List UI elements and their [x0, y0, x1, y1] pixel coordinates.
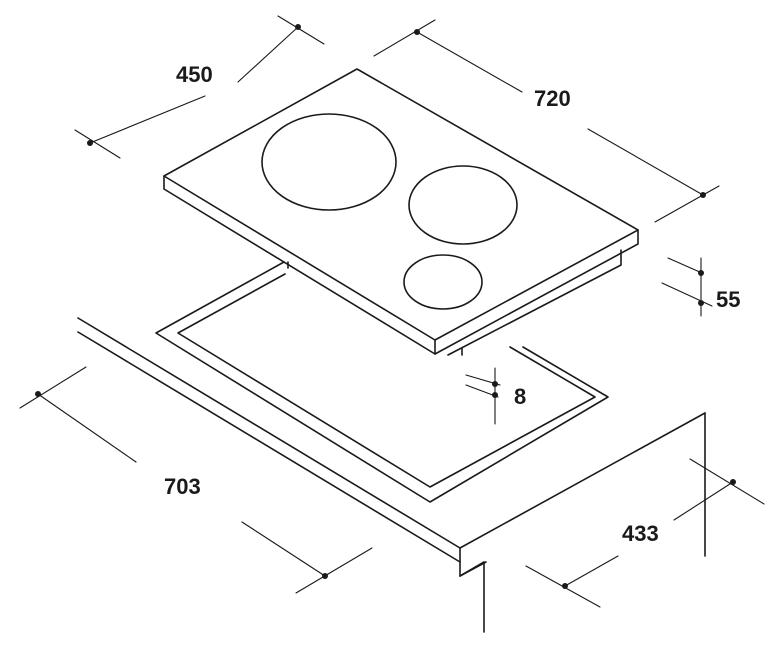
cutout-opening — [155, 261, 609, 503]
dimension-8: 8 — [465, 367, 526, 425]
countertop — [77, 317, 706, 633]
dimension-450-label: 450 — [176, 62, 213, 87]
hob — [163, 68, 639, 356]
dimension-433-label: 433 — [622, 521, 659, 546]
cooking-zone-large — [261, 113, 397, 211]
dimension-450: 450 — [74, 15, 325, 159]
dimension-8-label: 8 — [514, 384, 526, 409]
dimension-703-label: 703 — [164, 474, 201, 499]
cooking-zone-medium — [408, 165, 518, 245]
dimension-55: 55 — [661, 257, 740, 317]
dimension-720: 720 — [373, 19, 720, 223]
cooking-zone-small — [403, 254, 483, 310]
dimension-55-label: 55 — [716, 287, 740, 312]
dimension-703: 703 — [19, 366, 373, 594]
dimension-720-label: 720 — [534, 86, 571, 111]
dimension-433: 433 — [525, 458, 765, 608]
